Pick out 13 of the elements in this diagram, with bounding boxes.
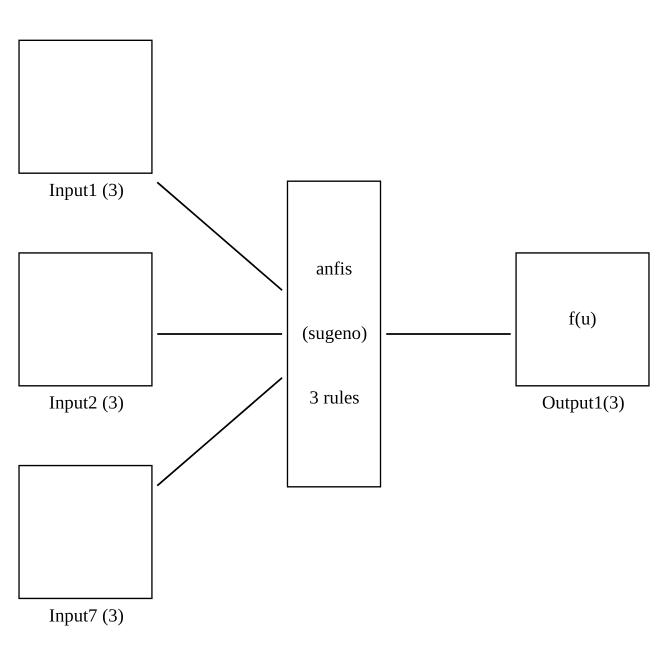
node-label: Input7 (3) (48, 604, 124, 626)
node-box (18, 39, 153, 174)
node-box (18, 464, 153, 599)
connector (157, 332, 282, 334)
node-label: Output1(3) (542, 392, 625, 414)
node-label: Input2 (3) (48, 392, 124, 414)
connector (386, 332, 511, 334)
node-box: f(u) (515, 252, 650, 386)
node-box: anfis (sugeno) 3 rules (286, 180, 382, 487)
node-box (18, 252, 153, 386)
connector (156, 181, 283, 290)
node-label: Input1 (3) (48, 180, 124, 201)
connector (156, 376, 283, 486)
